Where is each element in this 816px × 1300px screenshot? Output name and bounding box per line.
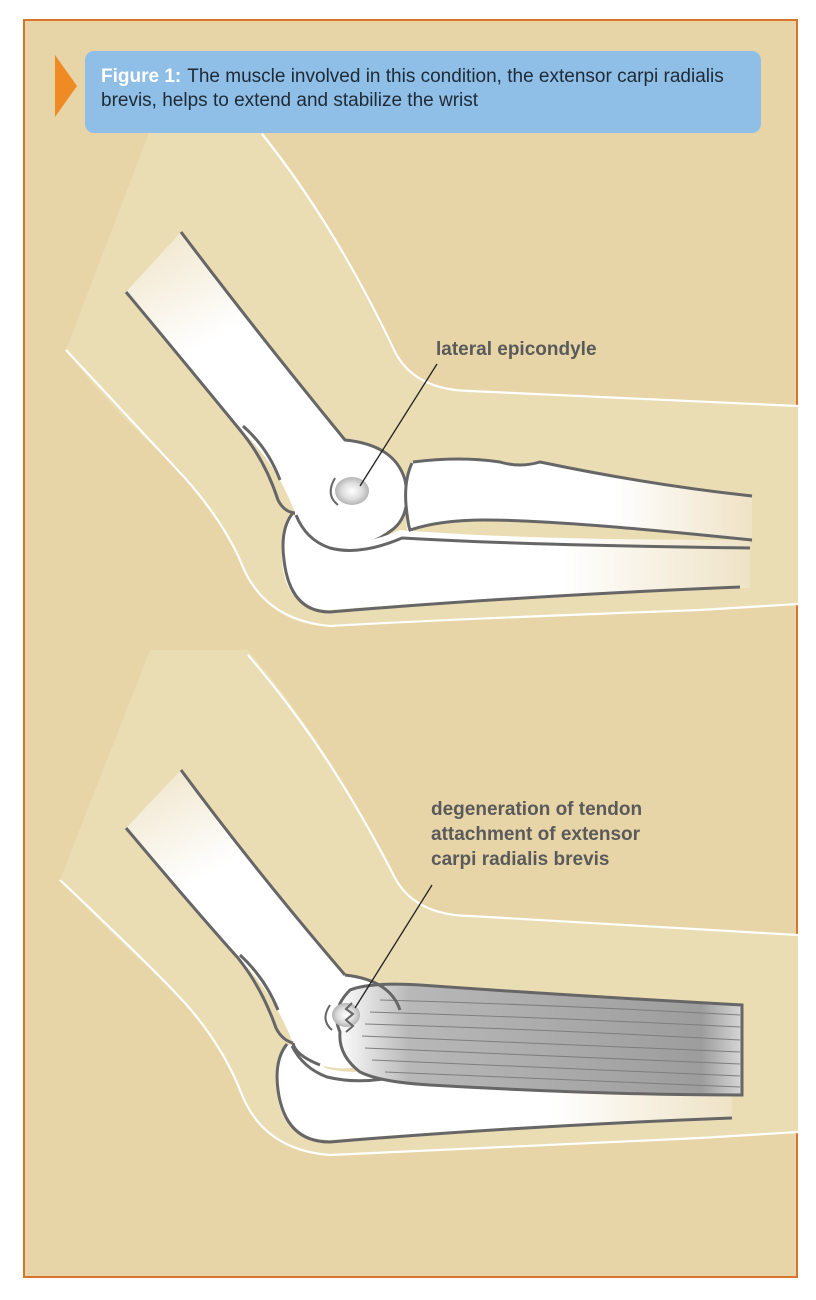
figure-label: Figure 1: — [101, 66, 182, 87]
callout-line-1: degeneration of tendon — [431, 799, 643, 820]
bottom-arm — [59, 650, 799, 1157]
top-arm — [65, 130, 799, 628]
frayed-tendon-edge — [344, 1002, 355, 1033]
lateral-epicondyle-marker — [335, 477, 369, 505]
top-arm-skin-outline-upper — [261, 133, 799, 408]
bottom-arm-skin-outline-upper — [247, 654, 799, 937]
top-radius-outline-lower — [404, 462, 753, 542]
top-humerus-outline-lower — [124, 291, 296, 515]
degenerated-attachment-marker — [332, 1003, 360, 1027]
muscle-fibers — [361, 999, 741, 1088]
leader-line-bottom — [354, 884, 433, 1009]
bottom-humerus-outline-lower — [124, 827, 294, 1045]
top-arm-skin-outline-lower — [65, 349, 799, 628]
leader-line-top — [359, 363, 438, 487]
bottom-humerus-outline-upper — [179, 769, 347, 976]
bottom-humerus-foot-outline — [291, 1042, 321, 1067]
bottom-humerus-ridge — [238, 953, 280, 1011]
bottom-ulna-outline-lower — [275, 1043, 733, 1144]
top-radius-outline-upper — [412, 457, 753, 498]
figure-caption: Figure 1:The muscle involved in this con… — [85, 51, 761, 133]
callout-line-3: carpi radialis brevis — [431, 849, 610, 870]
extensor-carpi-radialis-brevis-muscle — [335, 982, 744, 1097]
bottom-epicondyle-curl — [324, 1004, 333, 1031]
top-ulna-outline-lower — [281, 513, 741, 614]
bottom-humerus-head-outline — [344, 973, 402, 1011]
callout-line-2: attachment of extensor — [431, 824, 641, 845]
top-humerus-ridge — [242, 424, 282, 481]
callout-lateral-epicondyle: lateral epicondyle — [436, 339, 597, 360]
callout-tendon-degeneration: degeneration of tendon attachment of ext… — [431, 797, 771, 872]
top-humerus — [126, 232, 407, 546]
triangle-arrow-icon — [55, 55, 77, 117]
top-epicondyle-curl — [329, 477, 339, 506]
bottom-arm-skin-outline-lower — [59, 879, 799, 1157]
figure-caption-text: The muscle involved in this condition, t… — [101, 66, 724, 111]
top-ulna-outline-upper — [294, 514, 751, 552]
bottom-humerus — [126, 770, 401, 1069]
